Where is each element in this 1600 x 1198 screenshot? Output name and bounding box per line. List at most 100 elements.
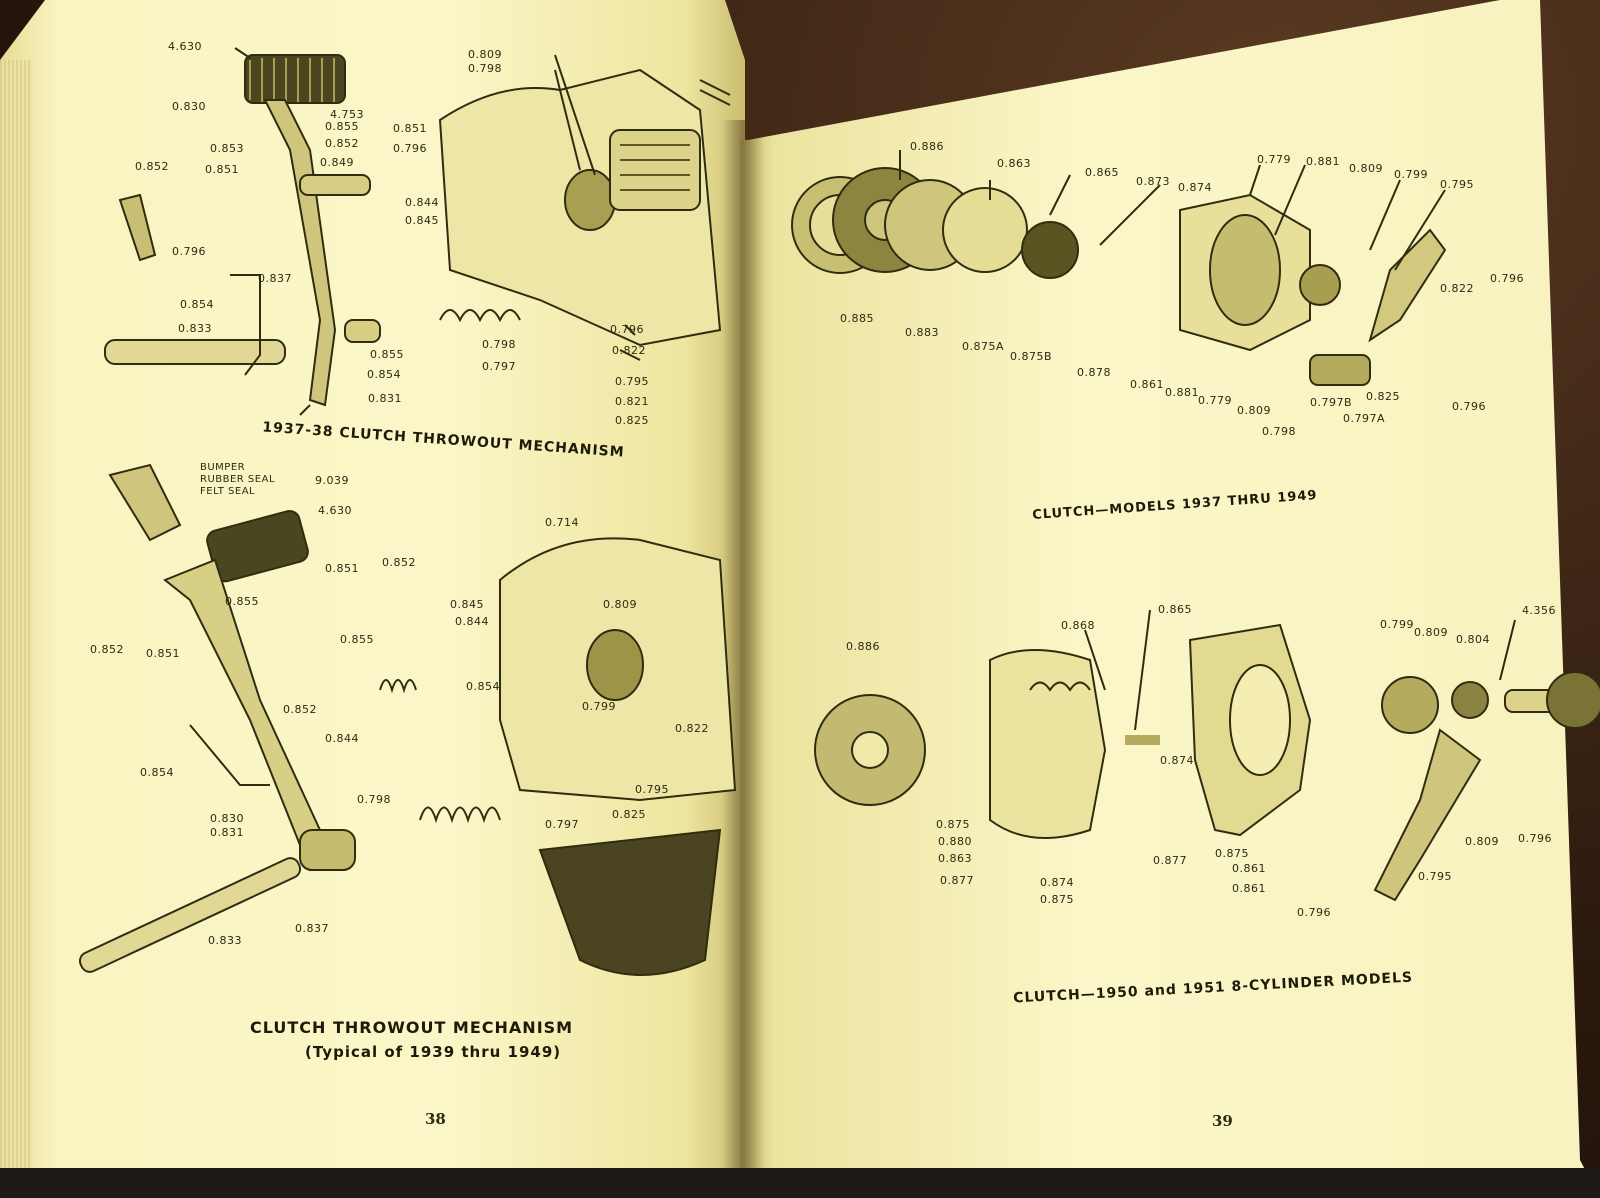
part-label: RUBBER SEAL	[200, 474, 276, 485]
part-label: 0.830	[172, 100, 206, 113]
part-label: 0.809	[1237, 404, 1271, 417]
part-label: 0.863	[938, 852, 972, 865]
part-label: 0.886	[846, 640, 880, 653]
part-label: 0.852	[90, 643, 124, 656]
part-label: 0.837	[258, 272, 292, 285]
part-label: FELT SEAL	[200, 486, 256, 497]
part-label: 0.796	[610, 323, 644, 336]
part-label: 0.809	[1349, 162, 1383, 175]
part-label: 0.852	[283, 703, 317, 716]
part-label: 0.852	[325, 137, 359, 150]
book-spine-shadow	[722, 120, 764, 1198]
part-label: 0.863	[997, 157, 1031, 170]
part-label: 0.825	[612, 808, 646, 821]
part-label: 4.753	[330, 108, 364, 121]
fork-bottom	[1373, 728, 1482, 902]
part-label: 0.874	[1040, 876, 1074, 889]
part-label: 0.797	[545, 818, 579, 831]
part-label: 0.875	[936, 818, 970, 831]
part-label: 0.874	[1160, 754, 1194, 767]
part-label: 0.851	[146, 647, 180, 660]
part-label: 0.878	[1077, 366, 1111, 379]
part-label: 0.854	[466, 680, 500, 693]
part-label: 0.797	[482, 360, 516, 373]
part-label: 0.873	[1136, 175, 1170, 188]
part-label: 0.881	[1165, 386, 1199, 399]
part-label: 0.797B	[1310, 396, 1353, 409]
fork-top	[1368, 228, 1447, 343]
part-label: 0.796	[172, 245, 206, 258]
pedal-pad-top	[244, 54, 346, 104]
part-label: 0.822	[1440, 282, 1474, 295]
table-edge	[0, 1168, 1600, 1198]
part-label: 0.853	[210, 142, 244, 155]
spring-bottom	[419, 806, 501, 824]
part-label: 0.809	[1465, 835, 1499, 848]
part-label: 0.795	[615, 375, 649, 388]
part-label: 0.798	[357, 793, 391, 806]
part-label: 0.849	[320, 156, 354, 169]
part-label: 0.875	[1040, 893, 1074, 906]
part-label: 0.822	[675, 722, 709, 735]
page-number-left: 38	[425, 1110, 446, 1128]
part-label: 0.844	[455, 615, 489, 628]
part-label: 0.881	[1306, 155, 1340, 168]
part-label: 0.877	[940, 874, 974, 887]
part-label: 0.851	[393, 122, 427, 135]
part-label: 0.831	[368, 392, 402, 405]
part-label: 0.825	[615, 414, 649, 427]
part-label: 0.837	[295, 922, 329, 935]
part-label: 0.868	[1061, 619, 1095, 632]
part-label: 0.822	[612, 344, 646, 357]
part-label: 0.854	[140, 766, 174, 779]
part-label: 0.861	[1130, 378, 1164, 391]
part-label: 0.795	[635, 783, 669, 796]
part-label: 0.797A	[1343, 412, 1386, 425]
oil-pan	[538, 828, 722, 976]
pressure-plate	[942, 187, 1028, 273]
part-label: 0.845	[450, 598, 484, 611]
part-label: 0.885	[840, 312, 874, 325]
part-label: 0.798	[482, 338, 516, 351]
part-label: 0.833	[208, 934, 242, 947]
part-label: 4.630	[318, 504, 352, 517]
part-label: 0.844	[405, 196, 439, 209]
part-label: 0.875B	[1010, 350, 1053, 363]
part-label: 0.796	[1518, 832, 1552, 845]
part-label: 0.861	[1232, 862, 1266, 875]
part-label: 0.855	[370, 348, 404, 361]
pedal-pad-bottom	[206, 509, 309, 583]
part-label: 0.855	[325, 120, 359, 133]
part-label: 0.865	[1158, 603, 1192, 616]
part-label: 0.874	[1178, 181, 1212, 194]
pedal-arm-top	[263, 99, 337, 407]
part-label: 0.798	[468, 62, 502, 75]
part-label: 0.799	[582, 700, 616, 713]
part-label: 4.630	[168, 40, 202, 53]
part-label: 0.796	[1452, 400, 1486, 413]
part-label: 0.852	[135, 160, 169, 173]
page-number-right: 39	[1212, 1112, 1233, 1130]
part-label: 0.796	[1297, 906, 1331, 919]
spring-top	[439, 309, 521, 323]
pedal-shaft-top	[104, 339, 286, 365]
part-label: 0.714	[545, 516, 579, 529]
part-label: 0.877	[1153, 854, 1187, 867]
part-label: 0.854	[367, 368, 401, 381]
part-label: 0.852	[382, 556, 416, 569]
part-label: 4.356	[1522, 604, 1556, 617]
part-label: 0.854	[180, 298, 214, 311]
part-label: 0.799	[1394, 168, 1428, 181]
part-label: 0.844	[325, 732, 359, 745]
part-label: 0.880	[938, 835, 972, 848]
part-label: 0.799	[1380, 618, 1414, 631]
part-label: 0.795	[1440, 178, 1474, 191]
part-label: 0.875A	[962, 340, 1005, 353]
part-label: 0.809	[603, 598, 637, 611]
part-label: 0.855	[225, 595, 259, 608]
part-label: 0.886	[910, 140, 944, 153]
pedal-shaft-bottom	[78, 857, 302, 973]
part-label: 0.825	[1366, 390, 1400, 403]
